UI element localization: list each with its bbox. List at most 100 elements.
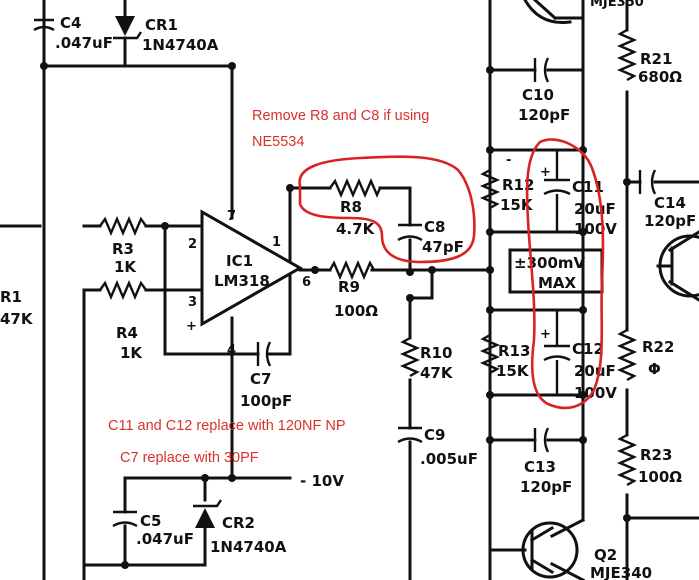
pin-2: 2 (188, 237, 197, 252)
red-markup (298, 138, 605, 410)
c9-capacitor-symbol (397, 426, 423, 444)
cr1-ref: CR1 (145, 16, 178, 34)
r10-ref: R10 (420, 344, 452, 362)
r23-value: 100Ω (638, 468, 682, 486)
c7-capacitor-symbol (256, 341, 272, 367)
c8-value: 47pF (422, 238, 464, 256)
neg-supply-label: - 10V (300, 472, 344, 490)
pin-4: 4 (227, 343, 236, 358)
c14-capacitor-symbol (638, 169, 657, 195)
q2-value: MJE340 (590, 564, 652, 580)
c13-ref: C13 (524, 458, 556, 476)
r22-ref: R22 (642, 338, 674, 356)
c7-ref: C7 (250, 370, 271, 388)
r9-ref: R9 (338, 278, 360, 296)
r21-resistor-symbol (616, 28, 638, 82)
pin-6: 6 (302, 275, 311, 290)
r22-value: Φ (648, 360, 661, 378)
c7-value: 100pF (240, 392, 292, 410)
r21-ref: R21 (640, 50, 672, 68)
r23-ref: R23 (640, 446, 672, 464)
cr2-value: 1N4740A (210, 538, 287, 556)
r22-resistor-symbol (616, 328, 638, 382)
r23-resistor-symbol (616, 433, 638, 487)
r13-resistor-symbol (479, 333, 501, 375)
c4-ref: C4 (60, 14, 81, 32)
c12-plus: + (540, 327, 551, 342)
q2-transistor-symbol (521, 521, 579, 579)
pin-plus: + (186, 319, 197, 334)
r21-value: 680Ω (638, 68, 682, 86)
c13-capacitor-symbol (533, 427, 550, 453)
r12-minus: - (506, 153, 511, 168)
c10-capacitor-symbol (533, 57, 550, 83)
r9-value: 100Ω (334, 302, 378, 320)
c14-value: 120pF (644, 212, 696, 230)
annotation-c11-c12: C11 and C12 replace with 120NF NP (108, 418, 346, 434)
annotation-ne5534: NE5534 (252, 134, 304, 150)
r4-resistor-symbol (99, 279, 147, 301)
r10-value: 47K (420, 364, 454, 382)
q-top-value: MJE350 (590, 0, 644, 10)
c12-ref: C12 (572, 340, 604, 358)
pin-7: 7 (227, 209, 236, 224)
c11-c12-loop (525, 138, 605, 410)
r8-value: 4.7K (336, 220, 376, 238)
c8-ref: C8 (424, 218, 445, 236)
c10-value: 120pF (518, 106, 570, 124)
annotation-remove-r8-c8: Remove R8 and C8 if using (252, 108, 429, 124)
meter-max: MAX (538, 274, 577, 292)
q2-ref: Q2 (594, 546, 617, 564)
c11-voltage: 100V (574, 220, 617, 238)
r3-value: 1K (114, 258, 137, 276)
c12-voltage: 100V (574, 384, 617, 402)
cr1-zener-symbol (113, 16, 142, 40)
c4-value: .047uF (55, 34, 113, 52)
ic1-ref: IC1 (226, 252, 253, 270)
ic1-value: LM318 (214, 272, 270, 290)
c9-value: .005uF (420, 450, 478, 468)
r8-resistor-symbol (329, 177, 382, 199)
annotation-c7: C7 replace with 30PF (120, 450, 259, 466)
c8-capacitor-symbol (397, 223, 423, 242)
r1-ref: R1 (0, 288, 22, 306)
r4-ref: R4 (116, 324, 138, 342)
r13-ref: R13 (498, 342, 530, 360)
c9-ref: C9 (424, 426, 445, 444)
r12-resistor-symbol (479, 168, 501, 210)
r12-value: 15K (500, 196, 534, 214)
r1-value: 47K (0, 310, 34, 328)
right-transistor-symbol (656, 234, 699, 298)
r8-ref: R8 (340, 198, 362, 216)
top-transistor-symbol (523, 0, 572, 25)
r12-ref: R12 (502, 176, 534, 194)
c11-capacitor-symbol (543, 150, 571, 232)
ic1-opamp-symbol (200, 209, 304, 327)
r4-value: 1K (120, 344, 143, 362)
c5-ref: C5 (140, 512, 161, 530)
c10-ref: C10 (522, 86, 554, 104)
c11-value: 20uF (574, 200, 616, 218)
meter-range: ±300mV (514, 254, 586, 272)
r10-resistor-symbol (399, 336, 421, 378)
c4-capacitor-symbol (33, 18, 55, 32)
c12-value: 20uF (574, 362, 616, 380)
c14-ref: C14 (654, 194, 686, 212)
pin-3: 3 (188, 295, 197, 310)
r3-resistor-symbol (99, 215, 147, 237)
r3-ref: R3 (112, 240, 134, 258)
c5-capacitor-symbol (112, 510, 138, 528)
c5-value: .047uF (136, 530, 194, 548)
c12-capacitor-symbol (543, 310, 571, 395)
r8-c8-circle (298, 155, 476, 264)
annotations: Remove R8 and C8 if using NE5534 C11 and… (108, 108, 429, 466)
c11-plus: + (540, 165, 551, 180)
cr2-ref: CR2 (222, 514, 255, 532)
junction-dots (40, 62, 631, 569)
r9-resistor-symbol (328, 259, 376, 281)
cr1-value: 1N4740A (142, 36, 219, 54)
pin-1: 1 (272, 235, 281, 250)
r13-value: 15K (496, 362, 530, 380)
